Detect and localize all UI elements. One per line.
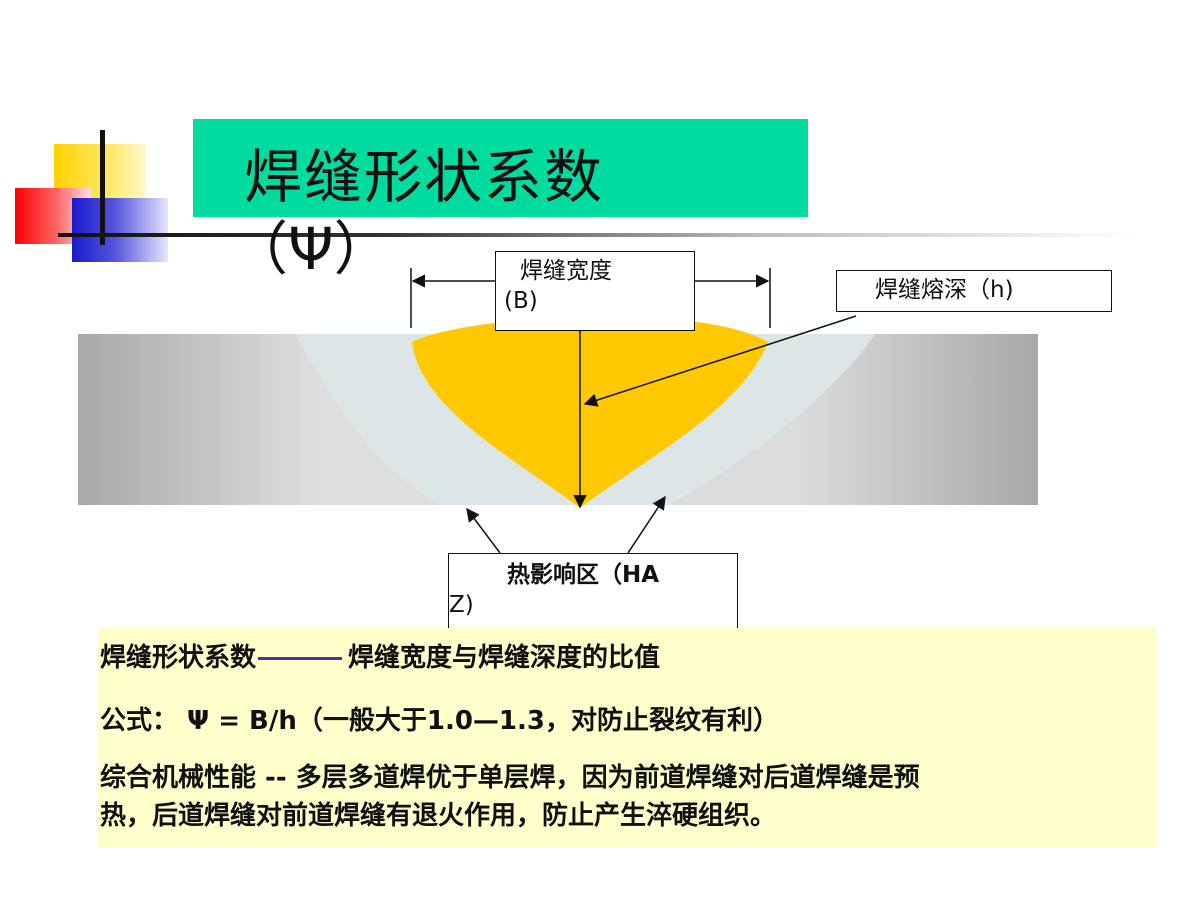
mechanical-property-line-1: 综合机械性能 -- 多层多道焊优于单层焊，因为前道焊缝对后道焊缝是预 [100, 763, 920, 793]
weld-width-label: 焊缝宽度 (B) [495, 251, 695, 331]
weld-bead-shape [412, 316, 768, 508]
formula-line: 公式： Ψ = B/h（一般大于1.0—1.3，对防止裂纹有利） [100, 706, 779, 736]
definition-dash [258, 657, 343, 660]
page-title: 焊缝形状系数 [244, 143, 605, 211]
weld-width-label-line2: (B) [504, 288, 538, 314]
weld-width-label-line1: 焊缝宽度 [520, 258, 612, 284]
title-banner [193, 119, 808, 217]
definition-term: 焊缝形状系数 [100, 643, 257, 673]
mechanical-property-line-2: 热，后道焊缝对前道焊缝有退火作用，防止产生淬硬组织。 [100, 801, 777, 831]
weld-depth-label: 焊缝熔深（h) [836, 270, 1112, 312]
decor-horizontal-rule [58, 233, 1140, 237]
page-title-symbol: （Ψ） [230, 215, 392, 283]
decor-vertical-line [100, 130, 105, 245]
decor-blue-square [72, 198, 168, 262]
depth-leader-arrow [583, 315, 857, 407]
definition-line: 焊缝形状系数 焊缝宽度与焊缝深度的比值 [100, 637, 660, 674]
haz-label-line2: Z) [449, 592, 474, 618]
haz-label: 热影响区（HA Z) [448, 553, 738, 633]
haz-arrow-right [627, 495, 666, 554]
explanation-panel [98, 628, 1157, 848]
haz-arrow-left [466, 507, 501, 554]
definition-text: 焊缝宽度与焊缝深度的比值 [348, 643, 661, 673]
haz-label-line1: 热影响区（HA [507, 562, 660, 588]
